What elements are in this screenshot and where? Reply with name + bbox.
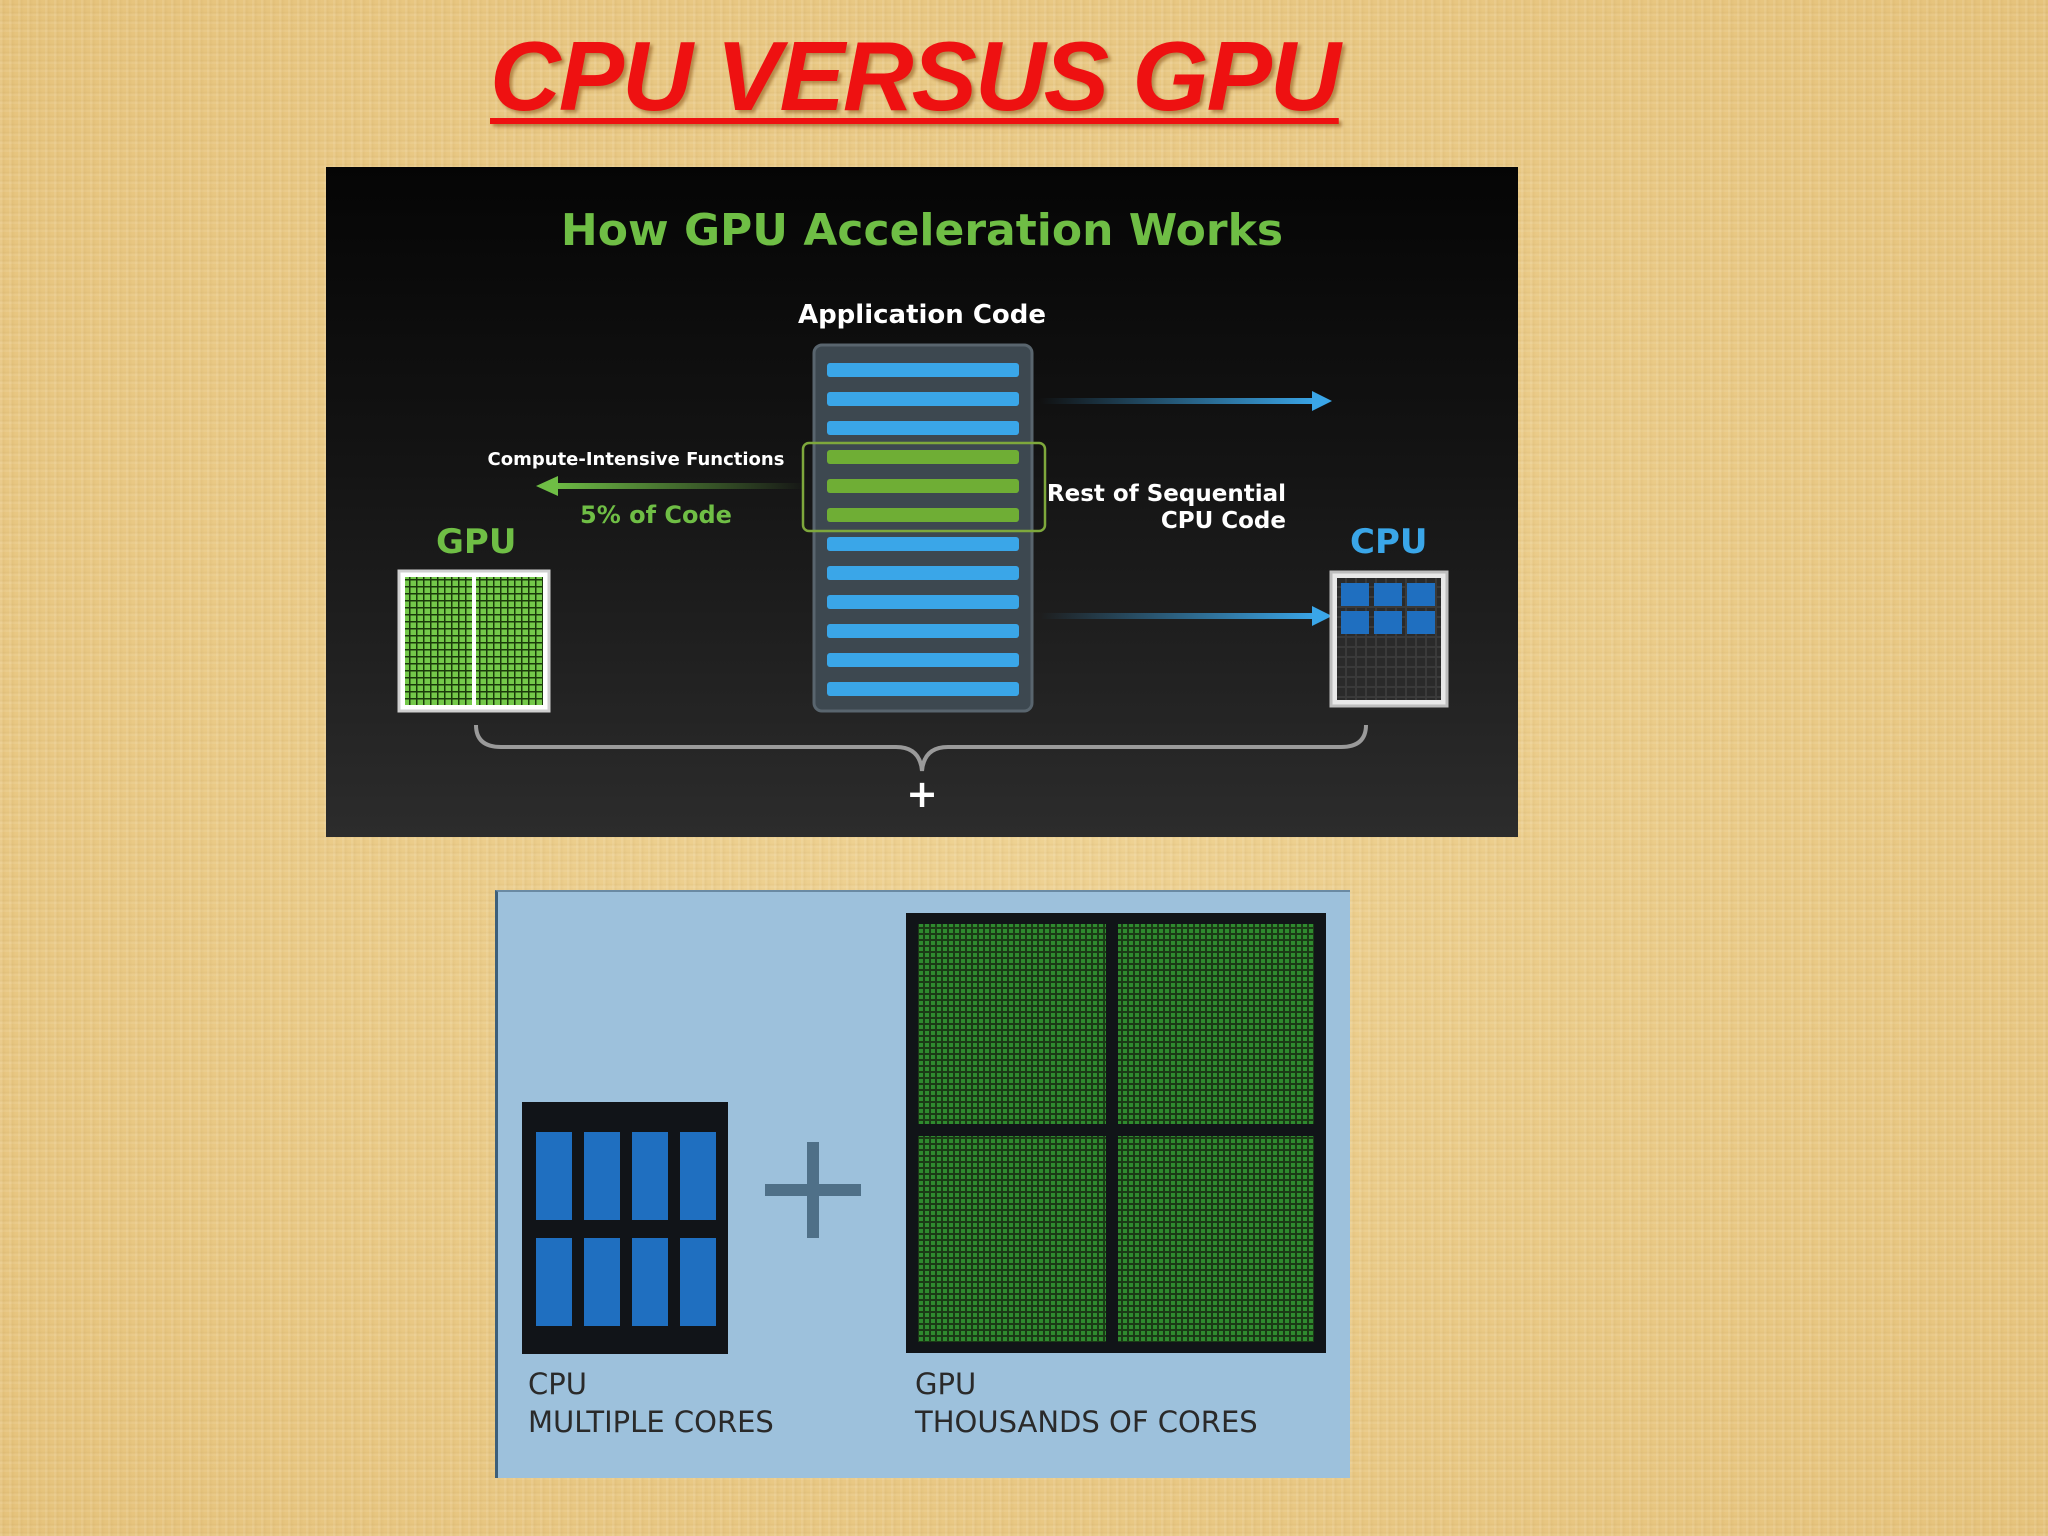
compute-code-line <box>827 479 1019 493</box>
cpu-core <box>632 1238 668 1326</box>
gpu-cores-icon <box>906 913 1326 1353</box>
cpu-cores-title: CPU <box>528 1367 587 1401</box>
cpu-core <box>1407 611 1435 634</box>
compute-code-line <box>827 450 1019 464</box>
sequential-code-line <box>827 653 1019 667</box>
cpu-core <box>680 1132 716 1220</box>
sequential-code-line <box>827 363 1019 377</box>
cpu-chip-icon <box>1329 570 1449 708</box>
sequential-code-label-line1: Rest of Sequential <box>1046 481 1286 507</box>
acceleration-graphic <box>397 343 1449 772</box>
sequential-code-line <box>827 595 1019 609</box>
cpu-cores-icon <box>522 1102 728 1354</box>
sequential-code-label-line2: CPU Code <box>1160 508 1286 534</box>
cpu-core <box>1341 611 1369 634</box>
cpu-core <box>1374 583 1402 606</box>
sequential-code-line <box>827 537 1019 551</box>
cpu-core <box>632 1132 668 1220</box>
cpu-cores-subtitle: MULTIPLE CORES <box>528 1405 774 1439</box>
arrow-right-bottom <box>1040 606 1332 626</box>
application-code-label: Application Code <box>797 300 1047 330</box>
sequential-code-line <box>827 566 1019 580</box>
cpu-core <box>1407 583 1435 606</box>
combine-brace <box>474 724 1368 772</box>
code-lines <box>827 363 1019 696</box>
cores-graphic <box>522 913 1326 1354</box>
sequential-code-line <box>827 392 1019 406</box>
sequential-code-line <box>827 682 1019 696</box>
gpu-label: GPU <box>436 522 517 562</box>
five-percent-label: 5% of Code <box>580 501 732 529</box>
gpu-chip-icon <box>397 569 551 713</box>
cpu-core <box>536 1238 572 1326</box>
sequential-code-line <box>827 421 1019 435</box>
plus-icon <box>765 1142 861 1238</box>
cpu-label: CPU <box>1350 522 1428 562</box>
plus-sign: + <box>906 772 938 816</box>
cpu-core <box>1341 583 1369 606</box>
acceleration-title: How GPU Acceleration Works <box>560 205 1284 256</box>
code-column <box>812 343 1034 713</box>
gpu-cores-subtitle: THOUSANDS OF CORES <box>915 1405 1258 1439</box>
arrow-right-top <box>1040 391 1332 411</box>
compute-code-line <box>827 508 1019 522</box>
cpu-core <box>584 1238 620 1326</box>
cpu-core <box>680 1238 716 1326</box>
arrow-left-green <box>536 476 806 496</box>
cpu-core <box>536 1132 572 1220</box>
gpu-acceleration-panel: How GPU Acceleration Works Application C… <box>326 167 1518 837</box>
cores-comparison-panel: CPU MULTIPLE CORES GPU THOUSANDS OF CORE… <box>495 890 1350 1478</box>
cpu-core <box>584 1132 620 1220</box>
cpu-core <box>1374 611 1402 634</box>
compute-intensive-label: Compute-Intensive Functions <box>487 449 785 470</box>
gpu-cores-title: GPU <box>915 1367 977 1401</box>
sequential-code-line <box>827 624 1019 638</box>
slide-title: CPU VERSUS GPU <box>490 21 1341 131</box>
